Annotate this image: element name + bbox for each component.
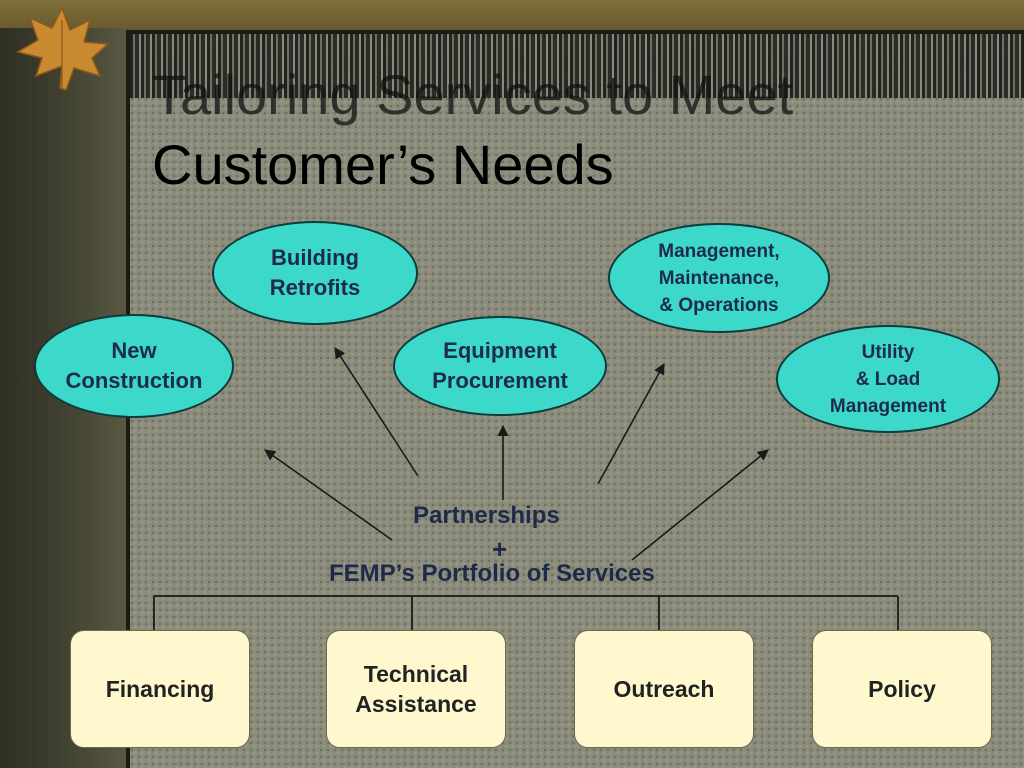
outcome-new-construction: New Construction bbox=[34, 314, 234, 418]
maple-leaf-icon bbox=[16, 6, 110, 91]
title-line-2: Customer’s Needs bbox=[152, 133, 614, 196]
outcome-building-retrofits: Building Retrofits bbox=[212, 221, 418, 325]
arrow-to-building-retrofits bbox=[334, 347, 419, 477]
service-label: Technical Assistance bbox=[355, 661, 477, 717]
outcome-label: Management, Maintenance, & Operations bbox=[658, 240, 780, 316]
arrow-to-management bbox=[597, 363, 665, 485]
hub-partnerships: Partnerships bbox=[413, 502, 560, 529]
hub-plus: + bbox=[492, 534, 508, 564]
service-label: Financing bbox=[105, 676, 215, 702]
outcome-label: New Construction bbox=[65, 338, 203, 393]
arrow-to-utility bbox=[631, 449, 769, 561]
outcome-management-maintenance-operations: Management, Maintenance, & Operations bbox=[608, 223, 830, 333]
title-line-1: Tailoring Services to Meet bbox=[152, 63, 794, 126]
service-technical-assistance: Technical Assistance bbox=[326, 630, 506, 748]
outcome-label: Utility & Load Management bbox=[829, 341, 947, 417]
service-policy: Policy bbox=[812, 630, 992, 748]
outcome-label: Building Retrofits bbox=[269, 245, 361, 300]
outcome-utility-load-management: Utility & Load Management bbox=[776, 325, 1000, 433]
service-label: Outreach bbox=[613, 676, 715, 702]
hub-portfolio: FEMP’s Portfolio of Services bbox=[329, 560, 655, 587]
outcome-label: Equipment Procurement bbox=[432, 338, 568, 393]
slide-title: Tailoring Services to Meet Customer’s Ne… bbox=[152, 60, 793, 200]
service-label: Policy bbox=[868, 676, 936, 702]
outcome-equipment-procurement: Equipment Procurement bbox=[393, 316, 607, 416]
arrow-to-new-construction bbox=[264, 449, 393, 541]
service-financing: Financing bbox=[70, 630, 250, 748]
top-band bbox=[0, 0, 1024, 28]
title-texture-band bbox=[130, 34, 1024, 98]
service-outreach: Outreach bbox=[574, 630, 754, 748]
